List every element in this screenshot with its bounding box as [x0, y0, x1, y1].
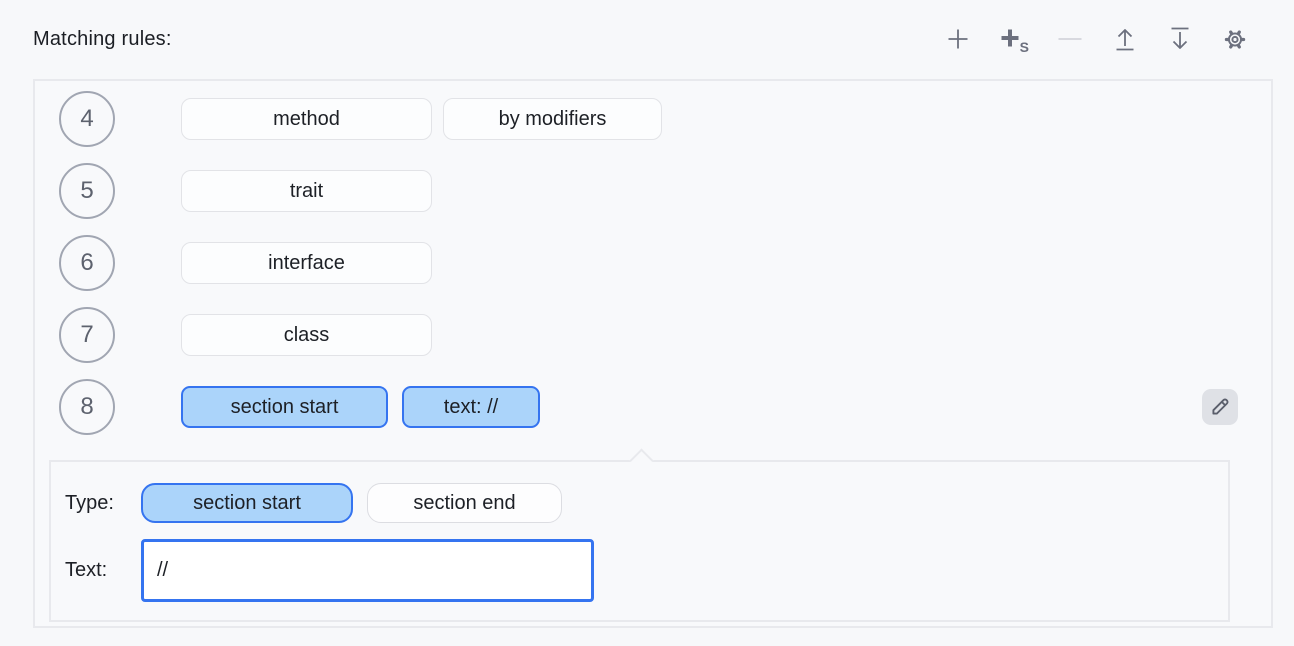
- rule-number-badge: 6: [59, 235, 115, 291]
- plus-s-subscript: S: [1019, 39, 1029, 55]
- rule-number-badge: 8: [59, 379, 115, 435]
- rule-chip-text[interactable]: text: //: [402, 386, 540, 428]
- rule-editor-panel: Type: section start section end Text:: [49, 448, 1230, 622]
- arrow-down-to-bar-icon: [1171, 27, 1189, 49]
- rule-row-6[interactable]: 6 interface: [35, 227, 1271, 299]
- rule-number-badge: 5: [59, 163, 115, 219]
- text-label: Text:: [65, 559, 108, 581]
- arrow-up-from-bar-icon: [1116, 29, 1134, 51]
- add-section-rule-button[interactable]: S: [1000, 26, 1029, 55]
- add-rule-button[interactable]: [945, 26, 971, 52]
- plus-with-s-icon: [1001, 29, 1019, 47]
- plus-icon: [948, 29, 968, 49]
- rule-row-7[interactable]: 7 class: [35, 299, 1271, 371]
- rule-chip-entry-type[interactable]: class: [181, 314, 432, 356]
- type-option-section-start[interactable]: section start: [141, 483, 353, 523]
- rule-row-8-selected[interactable]: 8 section start text: //: [35, 371, 1271, 443]
- callout-arrow: [629, 448, 654, 473]
- rule-row-5[interactable]: 5 trait: [35, 155, 1271, 227]
- type-label: Type:: [65, 491, 114, 514]
- rule-chip-entry-type[interactable]: trait: [181, 170, 432, 212]
- minus-icon: [1058, 38, 1082, 40]
- move-down-button[interactable]: [1167, 26, 1193, 52]
- remove-rule-button[interactable]: [1057, 26, 1083, 52]
- page-title: Matching rules:: [33, 27, 172, 50]
- header: Matching rules: S: [0, 0, 1294, 55]
- rule-row-4[interactable]: 4 method by modifiers: [35, 83, 1271, 155]
- rules-container: 4 method by modifiers 5 trait 6 interfac…: [35, 81, 1271, 443]
- move-up-button[interactable]: [1112, 26, 1138, 52]
- text-input[interactable]: [141, 539, 594, 602]
- toolbar: S: [945, 26, 1248, 55]
- rule-number-badge: 7: [59, 307, 115, 363]
- edit-rule-button[interactable]: [1202, 389, 1238, 425]
- rule-number-badge: 4: [59, 91, 115, 147]
- matching-rules-list: 4 method by modifiers 5 trait 6 interfac…: [33, 79, 1273, 628]
- rule-chip-order[interactable]: by modifiers: [443, 98, 662, 140]
- pencil-icon: [1212, 398, 1229, 415]
- rule-chip-entry-type[interactable]: interface: [181, 242, 432, 284]
- settings-button[interactable]: [1222, 26, 1248, 52]
- type-option-section-end[interactable]: section end: [367, 483, 562, 523]
- type-option-group: section start section end: [141, 483, 562, 523]
- rule-chip-section-start[interactable]: section start: [181, 386, 388, 428]
- gear-icon: [1224, 29, 1246, 49]
- rule-chip-entry-type[interactable]: method: [181, 98, 432, 140]
